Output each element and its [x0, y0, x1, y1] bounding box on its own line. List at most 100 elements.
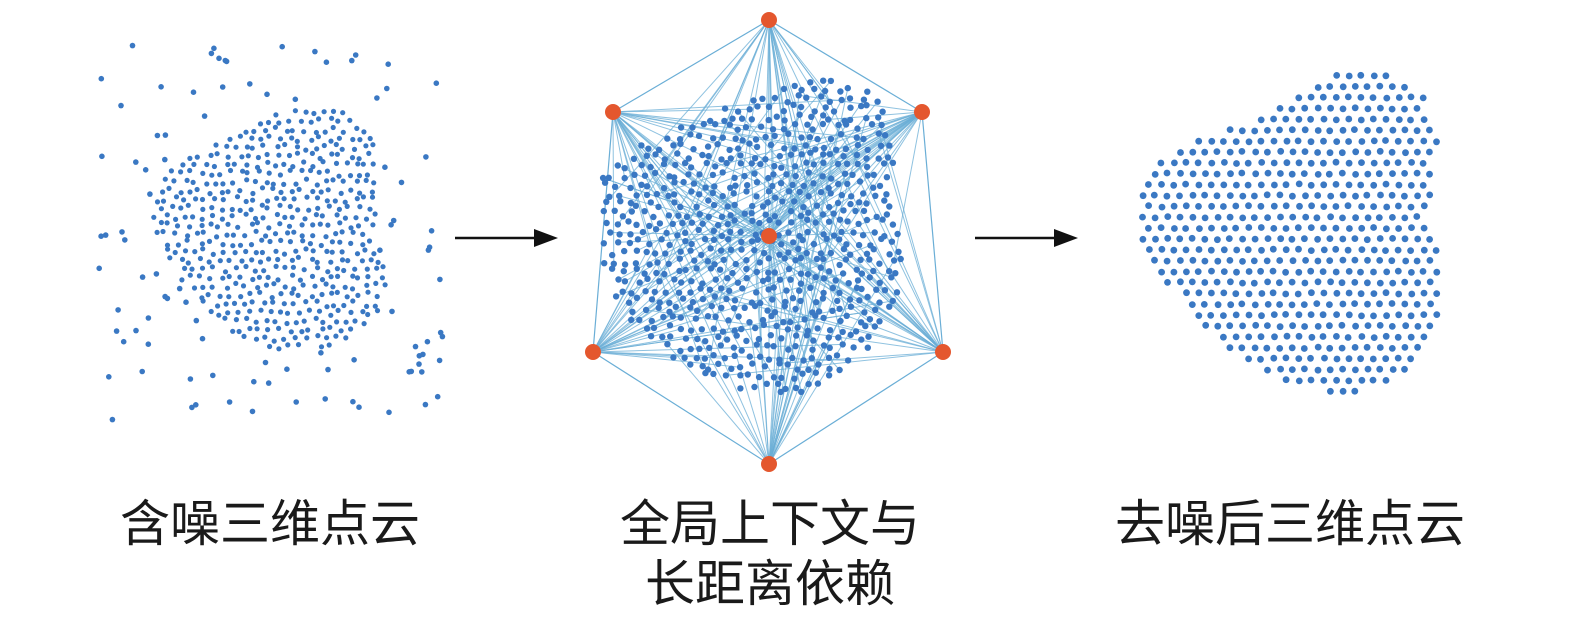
cloud-point [301, 159, 307, 165]
cloud-point [792, 172, 799, 180]
cloud-point [273, 112, 279, 118]
graph-edge [592, 328, 682, 353]
noise-point [113, 328, 120, 334]
cloud-point [209, 212, 216, 219]
cloud-point [303, 246, 309, 252]
cloud-point [360, 242, 366, 248]
cloud-point [1326, 257, 1334, 264]
cloud-point [676, 255, 683, 262]
cloud-point [361, 129, 367, 135]
cloud-point [736, 364, 744, 371]
noise-point [412, 343, 419, 350]
cloud-point [1351, 126, 1358, 133]
cloud-point [1295, 245, 1302, 253]
cloud-point [233, 317, 239, 323]
flow-arrow-2 [975, 229, 1078, 247]
cloud-point [825, 334, 832, 341]
cloud-point [643, 325, 651, 332]
cloud-point [603, 198, 610, 205]
cloud-point [1295, 355, 1303, 362]
cloud-point [1189, 191, 1197, 199]
cloud-point [318, 344, 325, 350]
cloud-point [244, 170, 250, 176]
cloud-point [1213, 148, 1221, 156]
cloud-point [1326, 366, 1334, 374]
cloud-point [705, 152, 712, 160]
cloud-point [699, 363, 706, 370]
cloud-point [348, 225, 354, 231]
cloud-point [723, 295, 730, 303]
cloud-point [826, 327, 834, 334]
cloud-point [856, 199, 863, 206]
cloud-point [1358, 333, 1366, 340]
graph-edge [749, 322, 770, 465]
cloud-point [1426, 257, 1434, 264]
cloud-point [1302, 213, 1310, 221]
cloud-point [332, 198, 338, 204]
cloud-point [323, 281, 329, 287]
cloud-point [1183, 289, 1190, 297]
cloud-point [626, 239, 634, 247]
cloud-point [681, 354, 688, 361]
cloud-point [742, 124, 750, 131]
cloud-point [837, 131, 845, 138]
cloud-point [759, 203, 767, 210]
cloud-point [753, 193, 760, 200]
graph-edge [768, 202, 839, 465]
cloud-point [734, 126, 741, 133]
cloud-point [654, 259, 661, 266]
cloud-point [764, 199, 771, 206]
cloud-point [220, 249, 226, 255]
cloud-point [634, 236, 642, 243]
cloud-point [696, 191, 703, 198]
cloud-point [341, 302, 347, 309]
cloud-point [271, 281, 277, 287]
cloud-point [206, 238, 213, 244]
noise-point [322, 396, 329, 402]
cloud-point [741, 172, 748, 180]
cloud-point [698, 326, 705, 333]
cloud-point [355, 292, 361, 298]
cloud-point [1351, 256, 1359, 264]
cloud-point [643, 183, 651, 190]
cloud-point [168, 168, 174, 174]
cloud-point [692, 315, 700, 322]
cloud-point [676, 267, 683, 275]
cloud-point [725, 236, 732, 243]
cloud-point [737, 228, 744, 236]
cloud-point [356, 173, 363, 179]
cloud-point [753, 179, 761, 186]
cloud-point [336, 173, 342, 179]
graph-edge [707, 19, 770, 370]
cloud-point [1332, 268, 1340, 276]
cloud-point [375, 259, 381, 265]
cloud-point [1251, 127, 1259, 135]
cloud-point [359, 258, 365, 264]
graph-edge [746, 111, 923, 270]
cloud-point [864, 293, 871, 301]
graph-edge [653, 235, 770, 329]
cloud-point [276, 120, 282, 126]
cloud-point [600, 240, 607, 247]
cloud-point [1239, 279, 1246, 287]
cloud-point [178, 205, 184, 211]
cloud-point [1314, 84, 1322, 91]
cloud-point [263, 128, 269, 134]
noise-point [428, 228, 435, 234]
cloud-point [1413, 301, 1421, 308]
cloud-point [1370, 203, 1377, 211]
cloud-point [324, 248, 330, 254]
cloud-point [222, 269, 229, 275]
cloud-point [227, 136, 233, 142]
cloud-point [348, 187, 354, 193]
cloud-point [266, 225, 272, 231]
cloud-point [295, 254, 301, 260]
cloud-point [1389, 170, 1396, 178]
cloud-point [712, 163, 719, 170]
cloud-point [1364, 170, 1372, 178]
cloud-point [226, 273, 232, 280]
graph-edge [726, 298, 944, 353]
cloud-point [1370, 312, 1377, 320]
cloud-point [700, 120, 707, 128]
